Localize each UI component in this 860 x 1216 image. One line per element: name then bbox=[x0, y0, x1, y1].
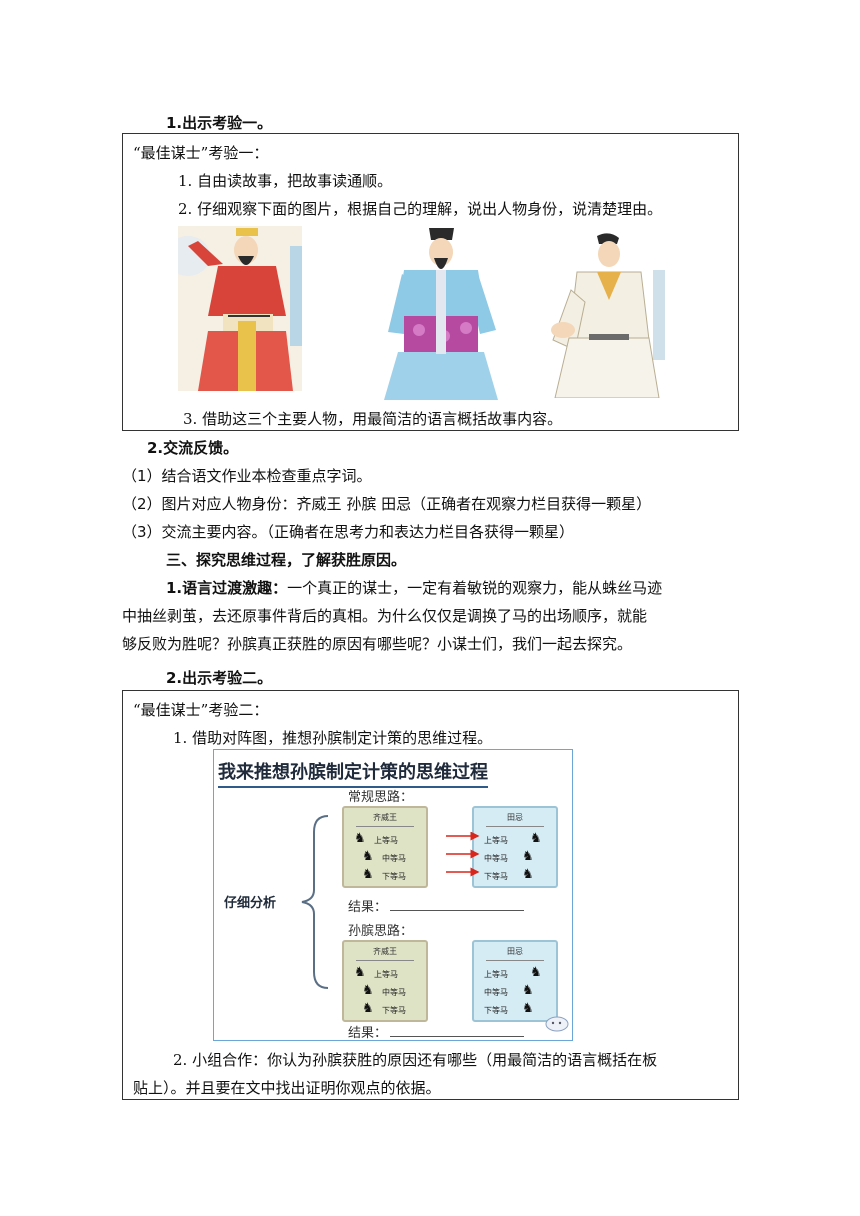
result-label-1: 结果： bbox=[348, 900, 388, 915]
normal-route-label: 常规思路： bbox=[348, 790, 414, 805]
figure-king-qi-weiwang bbox=[178, 226, 302, 391]
grade-top: 上等马 bbox=[484, 970, 508, 979]
horse-icon: ♞ bbox=[362, 983, 374, 998]
task-box-2: “最佳谋士”考验二： 1. 借助对阵图，推想孙膑制定计策的思维过程。 我来推想孙… bbox=[122, 690, 739, 1100]
result-blank-2[interactable] bbox=[390, 1036, 524, 1037]
feedback-line-1: （1）结合语文作业本检查重点字词。 bbox=[122, 467, 372, 485]
result-label-2: 结果： bbox=[348, 1026, 388, 1041]
section2-heading: 2.交流反馈。 bbox=[147, 439, 239, 457]
horse-icon: ♞ bbox=[522, 1001, 534, 1016]
transition-paragraph-line-3: 够反败为胜呢？孙膑真正获胜的原因有哪些呢？小谋士们，我们一起去探究。 bbox=[122, 635, 633, 653]
horse-icon: ♞ bbox=[530, 965, 542, 980]
grade-bottom: 下等马 bbox=[382, 872, 406, 881]
tian-panel-normal: 田忌 上等马 ♞ 中等马 ♞ 下等马 ♞ bbox=[472, 806, 558, 888]
tian-name: 田忌 bbox=[507, 947, 523, 956]
qi-panel-sun: 齐威王 ♞ 上等马 ♞ 中等马 ♞ 下等马 bbox=[342, 940, 428, 1022]
grade-bottom: 下等马 bbox=[382, 1006, 406, 1015]
section4-heading: 2.出示考验二。 bbox=[166, 669, 273, 687]
section1-heading: 1.出示考验一。 bbox=[166, 114, 273, 132]
task-box-2-title: “最佳谋士”考验二： bbox=[133, 701, 269, 719]
horse-icon: ♞ bbox=[362, 849, 374, 864]
grade-middle: 中等马 bbox=[484, 854, 508, 863]
task-box-1: “最佳谋士”考验一： 1. 自由读故事，把故事读通顺。 2. 仔细观察下面的图片… bbox=[122, 133, 739, 431]
task-1-item-1: 1. 自由读故事，把故事读通顺。 bbox=[178, 172, 393, 190]
battle-diagram: 我来推想孙膑制定计策的思维过程 仔细分析 常规思路： 齐威王 ♞ 上等马 ♞ 中… bbox=[213, 749, 573, 1041]
grade-middle: 中等马 bbox=[382, 988, 406, 997]
task-1-item-3: 3. 借助这三个主要人物，用最简洁的语言概括故事内容。 bbox=[183, 410, 563, 428]
feedback-line-2: （2）图片对应人物身份：齐威王 孙膑 田忌（正确者在观察力栏目获得一颗星） bbox=[122, 495, 652, 513]
task-1-item-2: 2. 仔细观察下面的图片，根据自己的理解，说出人物身份，说清楚理由。 bbox=[178, 200, 663, 218]
task-2-item-2-line-1: 2. 小组合作：你认为孙膑获胜的原因还有哪些（用最简洁的语言概括在板 bbox=[173, 1051, 658, 1069]
task-box-1-title: “最佳谋士”考验一： bbox=[133, 144, 269, 162]
horse-icon: ♞ bbox=[522, 849, 534, 864]
horse-icon: ♞ bbox=[354, 831, 366, 846]
qi-panel-normal: 齐威王 ♞ 上等马 ♞ 中等马 ♞ 下等马 bbox=[342, 806, 428, 888]
transition-paragraph-line-2: 中抽丝剥茧，去还原事件背后的真相。为什么仅仅是调换了马的出场顺序，就能 bbox=[122, 607, 648, 625]
horse-icon: ♞ bbox=[362, 867, 374, 882]
qi-name: 齐威王 bbox=[373, 947, 397, 956]
grade-middle: 中等马 bbox=[382, 854, 406, 863]
matchup-arrows-icon bbox=[446, 832, 480, 877]
task-2-item-2-line-2: 贴上）。并且要在文中找出证明你观点的依据。 bbox=[133, 1079, 441, 1097]
qi-name: 齐威王 bbox=[373, 813, 397, 822]
grade-bottom: 下等马 bbox=[484, 1006, 508, 1015]
task-2-item-1: 1. 借助对阵图，推想孙膑制定计策的思维过程。 bbox=[173, 729, 493, 747]
horse-icon: ♞ bbox=[522, 983, 534, 998]
bracket-icon bbox=[301, 815, 329, 989]
grade-top: 上等马 bbox=[484, 836, 508, 845]
horse-icon: ♞ bbox=[362, 1001, 374, 1016]
section3-heading: 三、探究思维过程，了解获胜原因。 bbox=[166, 551, 407, 569]
diagram-title: 我来推想孙膑制定计策的思维过程 bbox=[218, 758, 488, 788]
grade-middle: 中等马 bbox=[484, 988, 508, 997]
result-blank-1[interactable] bbox=[390, 910, 524, 911]
grade-top: 上等马 bbox=[374, 970, 398, 979]
transition-paragraph-line-1: 1.语言过渡激趣：一个真正的谋士，一定有着敏锐的观察力，能从蛛丝马迹 bbox=[166, 577, 662, 599]
transition-label: 1.语言过渡激趣： bbox=[166, 579, 288, 597]
sun-route-label: 孙膑思路： bbox=[348, 924, 414, 939]
horse-icon: ♞ bbox=[522, 867, 534, 882]
tian-panel-sun: 田忌 上等马 ♞ 中等马 ♞ 下等马 ♞ bbox=[472, 940, 558, 1022]
analysis-label: 仔细分析 bbox=[224, 896, 277, 911]
tian-name: 田忌 bbox=[507, 813, 523, 822]
grade-top: 上等马 bbox=[374, 836, 398, 845]
horse-icon: ♞ bbox=[354, 965, 366, 980]
figure-tian-ji bbox=[549, 230, 665, 398]
transition-text-1: 一个真正的谋士，一定有着敏锐的观察力，能从蛛丝马迹 bbox=[287, 579, 663, 597]
cloud-decoration-icon bbox=[545, 1016, 569, 1032]
horse-icon: ♞ bbox=[530, 831, 542, 846]
grade-bottom: 下等马 bbox=[484, 872, 508, 881]
figure-sun-bin bbox=[374, 222, 506, 400]
feedback-line-3: （3）交流主要内容。（正确者在思考力和表达力栏目各获得一颗星） bbox=[122, 523, 575, 541]
